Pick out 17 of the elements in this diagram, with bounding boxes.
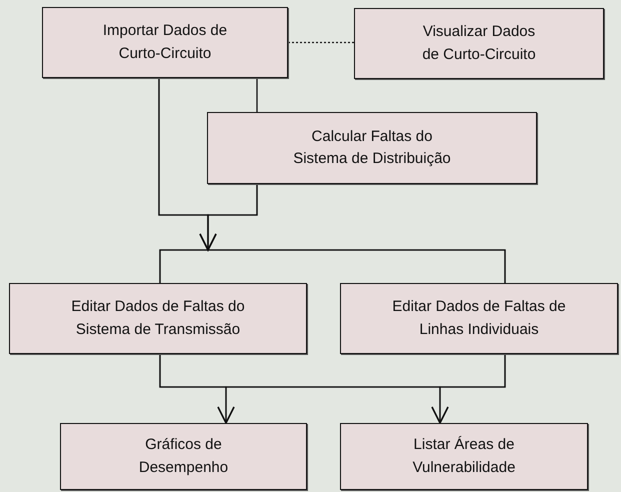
box-label: Editar Dados de Faltas do Sistema de Transmissão (70, 297, 246, 340)
box-label: Listar Áreas de Vulnerabilidade (412, 435, 516, 478)
process-box (9, 283, 307, 354)
process-box (340, 283, 618, 354)
process-box (354, 8, 604, 79)
box-label: Calcular Faltas do Sistema de Distribuição (292, 126, 452, 169)
process-box (42, 7, 288, 78)
box-label: Editar Dados de Faltas de Linhas Individuais (391, 297, 567, 340)
box-label: Visualizar Dados de Curto-Circuito (421, 22, 537, 64)
process-box (207, 112, 537, 184)
connector-line (256, 78, 258, 112)
arrow (431, 354, 506, 425)
process-box (60, 423, 307, 490)
connector-line (288, 42, 354, 44)
process-box (340, 423, 588, 490)
box-label: Importar Dados de Curto-Circuito (102, 21, 228, 64)
box-label: Gráficos de Desempenho (138, 435, 230, 478)
